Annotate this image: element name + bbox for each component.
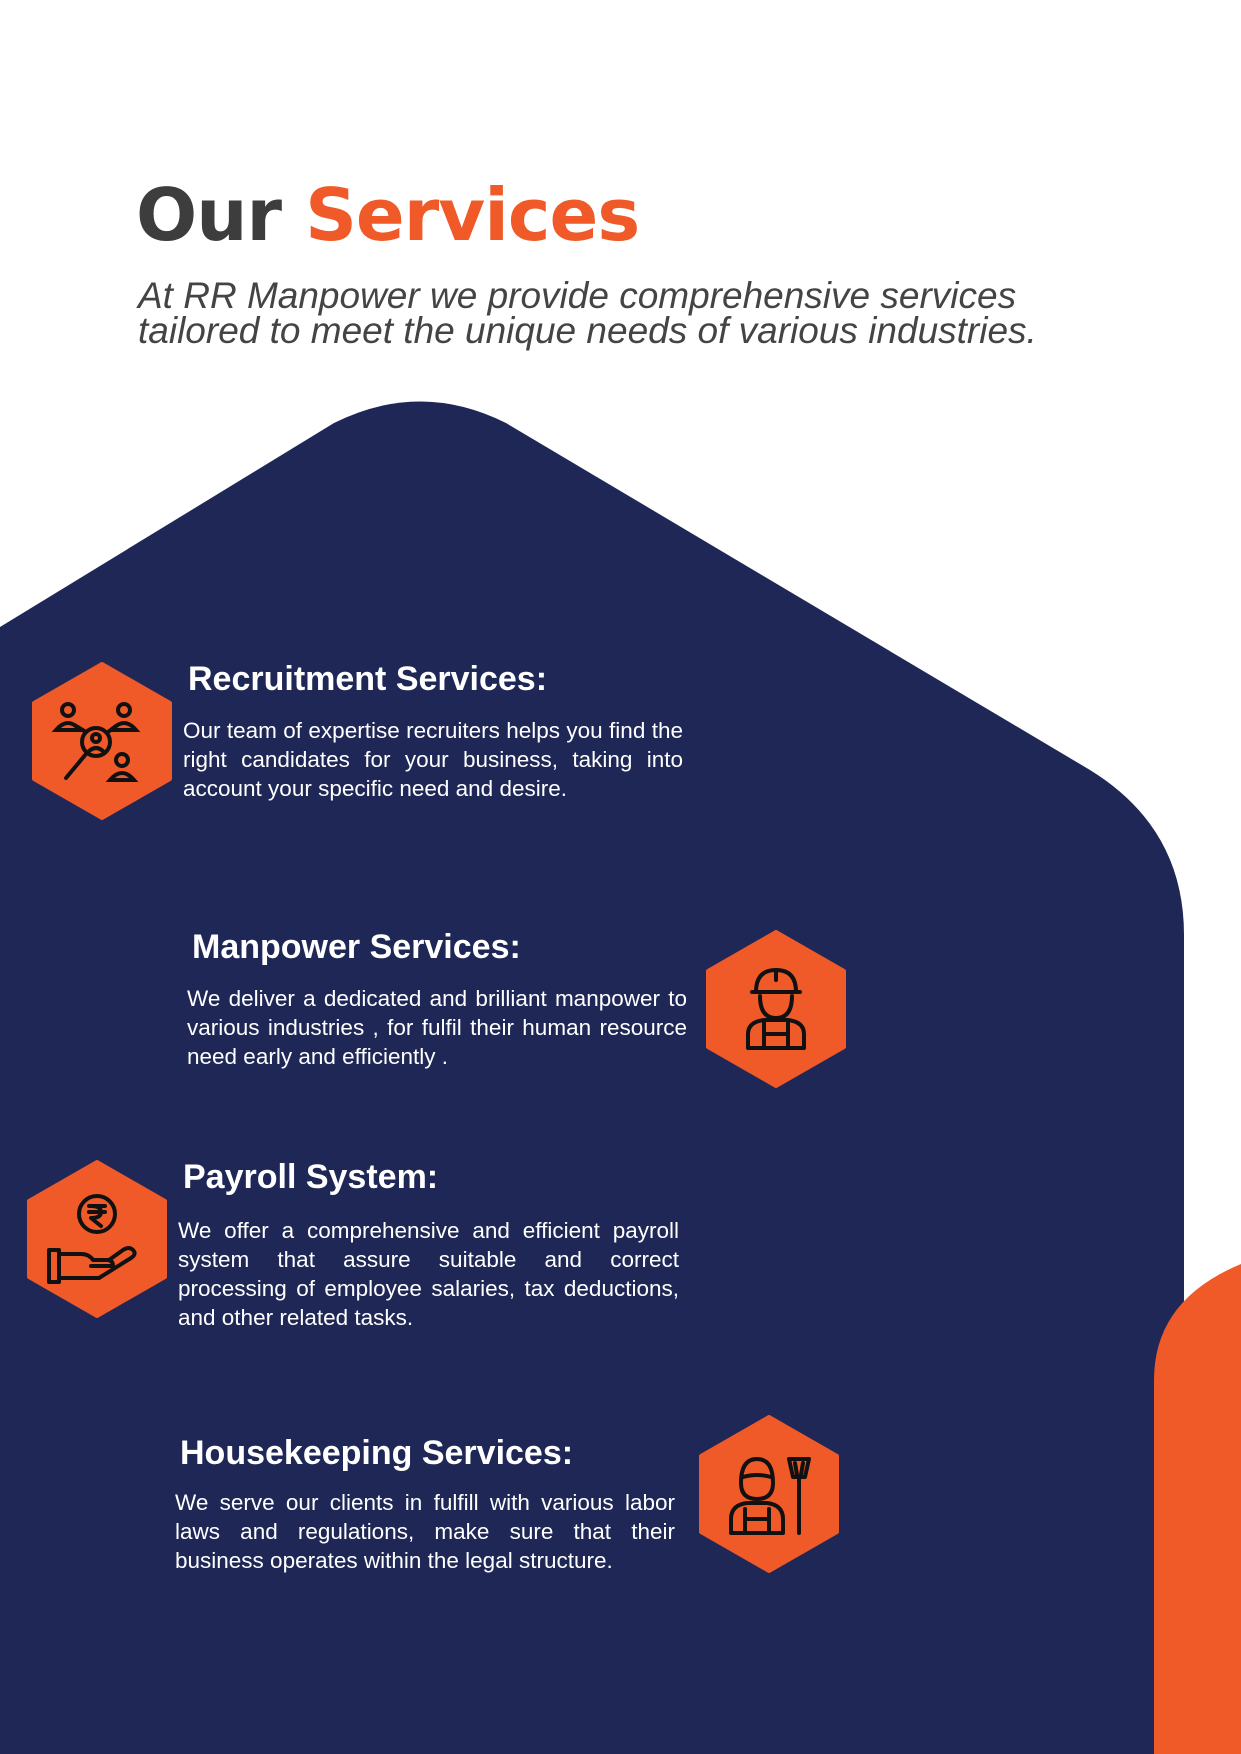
payroll-system-title: Payroll System:: [183, 1158, 439, 1196]
payroll-system-description: We offer a comprehensive and efficient p…: [178, 1218, 679, 1330]
subtitle-line-1: At RR Manpower we provide comprehensive …: [138, 275, 1017, 316]
page-title-word-services: Services: [305, 173, 640, 257]
housekeeping-icon-badge: [699, 1415, 839, 1573]
navy-pentagon-shape: [0, 401, 1184, 1754]
subtitle-line-2: tailored to meet the unique needs of var…: [138, 310, 1037, 351]
page-title-word-our: Our: [136, 173, 282, 257]
recruitment-icon-badge: [32, 662, 172, 820]
housekeeping-services-description: We serve our clients in fulfill with var…: [175, 1490, 675, 1573]
rupee-hand-icon: [27, 1160, 167, 1318]
payroll-icon-badge: [27, 1160, 167, 1318]
manpower-services-title: Manpower Services:: [192, 928, 521, 966]
housekeeping-services-title: Housekeeping Services:: [180, 1434, 574, 1472]
recruitment-network-icon: [32, 662, 172, 820]
manpower-icon-badge: [706, 930, 846, 1088]
manpower-services-description: We deliver a dedicated and brilliant man…: [187, 986, 687, 1069]
housekeeper-broom-icon: [699, 1415, 839, 1573]
orange-corner-shape: [1154, 1264, 1241, 1754]
recruitment-services-title: Recruitment Services:: [188, 660, 548, 698]
page-subtitle: At RR Manpower we provide comprehensive …: [138, 275, 1138, 351]
page-title: Our Services: [136, 170, 640, 260]
construction-worker-icon: [706, 930, 846, 1088]
recruitment-services-description: Our team of expertise recruiters helps y…: [183, 718, 683, 801]
